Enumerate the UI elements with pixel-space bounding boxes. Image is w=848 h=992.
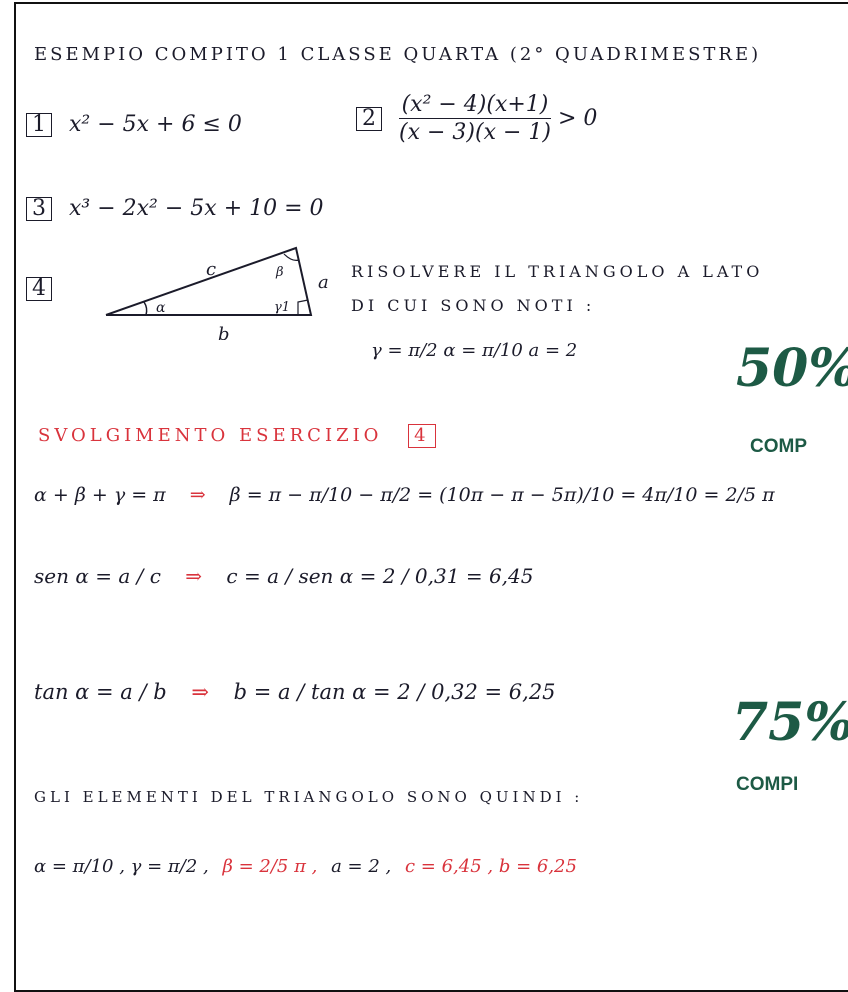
solution-exercise-box: 4 [408, 424, 436, 448]
triangle-outline [105, 246, 313, 316]
exercise-3-equation: x³ − 2x² − 5x + 10 = 0 [69, 196, 324, 221]
worksheet-page: ESEMPIO COMPITO 1 CLASSE QUARTA (2° QUAD… [14, 2, 848, 992]
exercise-number-box: 3 [26, 197, 52, 221]
worksheet-title: ESEMPIO COMPITO 1 CLASSE QUARTA (2° QUAD… [34, 44, 762, 65]
final-answers: α = π/10 , γ = π/2 , β = 2/5 π , a = 2 ,… [34, 856, 577, 877]
exercise-number-box: 1 [26, 113, 52, 137]
progress-caption-1: COMP [750, 436, 807, 457]
exercise-2-relation: > 0 [557, 106, 598, 131]
progress-caption-2: COMPI [736, 774, 799, 795]
exercise-3: 3 x³ − 2x² − 5x + 10 = 0 [26, 196, 324, 221]
exercise-4-given-values: γ = π/2 α = π/10 a = 2 [371, 340, 578, 361]
final-beta: β = 2/5 π , [222, 856, 318, 877]
exercise-number-box: 2 [356, 106, 382, 131]
b-computation: b = a / tan α = 2 / 0,32 = 6,25 [233, 680, 556, 704]
progress-percent-50: 50% [736, 338, 848, 399]
implies-arrow: ⇒ [189, 484, 206, 506]
exercise-4-instruction-1: RISOLVERE IL TRIANGOLO A LATO [351, 262, 764, 281]
solution-heading-text: SVOLGIMENTO ESERCIZIO [38, 425, 383, 446]
exercise-1-equation: x² − 5x + 6 ≤ 0 [69, 112, 242, 137]
exercise-1: 1 x² − 5x + 6 ≤ 0 [26, 112, 242, 137]
solution-heading: SVOLGIMENTO ESERCIZIO 4 [38, 424, 446, 448]
solution-line-3: tan α = a / b ⇒ b = a / tan α = 2 / 0,32… [34, 680, 556, 704]
progress-percent-75: 75% [732, 692, 848, 753]
final-c-b: c = 6,45 , b = 6,25 [404, 856, 577, 877]
final-alpha-gamma: α = π/10 , γ = π/2 , [34, 856, 209, 877]
alpha-arc [143, 301, 148, 316]
sine-relation: sen α = a / c [34, 564, 161, 588]
label-a: a [318, 272, 329, 293]
angle-sum: α + β + γ = π [34, 484, 166, 506]
conclusion-text: GLI ELEMENTI DEL TRIANGOLO SONO QUINDI : [34, 788, 584, 806]
c-computation: c = a / sen α = 2 / 0,31 = 6,45 [226, 564, 534, 588]
label-c: c [206, 259, 216, 280]
beta-computation: β = π − π/10 − π/2 = (10π − π − 5π)/10 =… [229, 484, 775, 506]
right-angle-mark [297, 299, 309, 315]
solution-line-2: sen α = a / c ⇒ c = a / sen α = 2 / 0,31… [34, 564, 533, 588]
label-alpha: α [156, 300, 166, 316]
right-triangle-figure: c b a α β γ1 [105, 246, 329, 340]
exercise-2-fraction: (x² − 4)(x+1) (x − 3)(x − 1) [396, 92, 554, 145]
solution-line-1: α + β + γ = π ⇒ β = π − π/10 − π/2 = (10… [34, 484, 775, 506]
fraction-denominator: (x − 3)(x − 1) [399, 120, 551, 145]
label-gamma: γ1 [274, 300, 290, 315]
implies-arrow: ⇒ [185, 564, 203, 588]
implies-arrow: ⇒ [191, 680, 209, 704]
final-a: a = 2 , [331, 856, 392, 877]
exercise-4-instruction-2: DI CUI SONO NOTI : [351, 296, 596, 315]
exercise-number-box: 4 [26, 277, 52, 301]
tangent-relation: tan α = a / b [34, 680, 167, 704]
exercise-4-number: 4 [26, 276, 62, 301]
label-beta: β [275, 265, 284, 280]
exercise-2: 2 (x² − 4)(x+1) (x − 3)(x − 1) > 0 [356, 92, 597, 145]
label-b: b [218, 324, 230, 340]
beta-arc [283, 253, 300, 261]
fraction-numerator: (x² − 4)(x+1) [398, 92, 552, 119]
